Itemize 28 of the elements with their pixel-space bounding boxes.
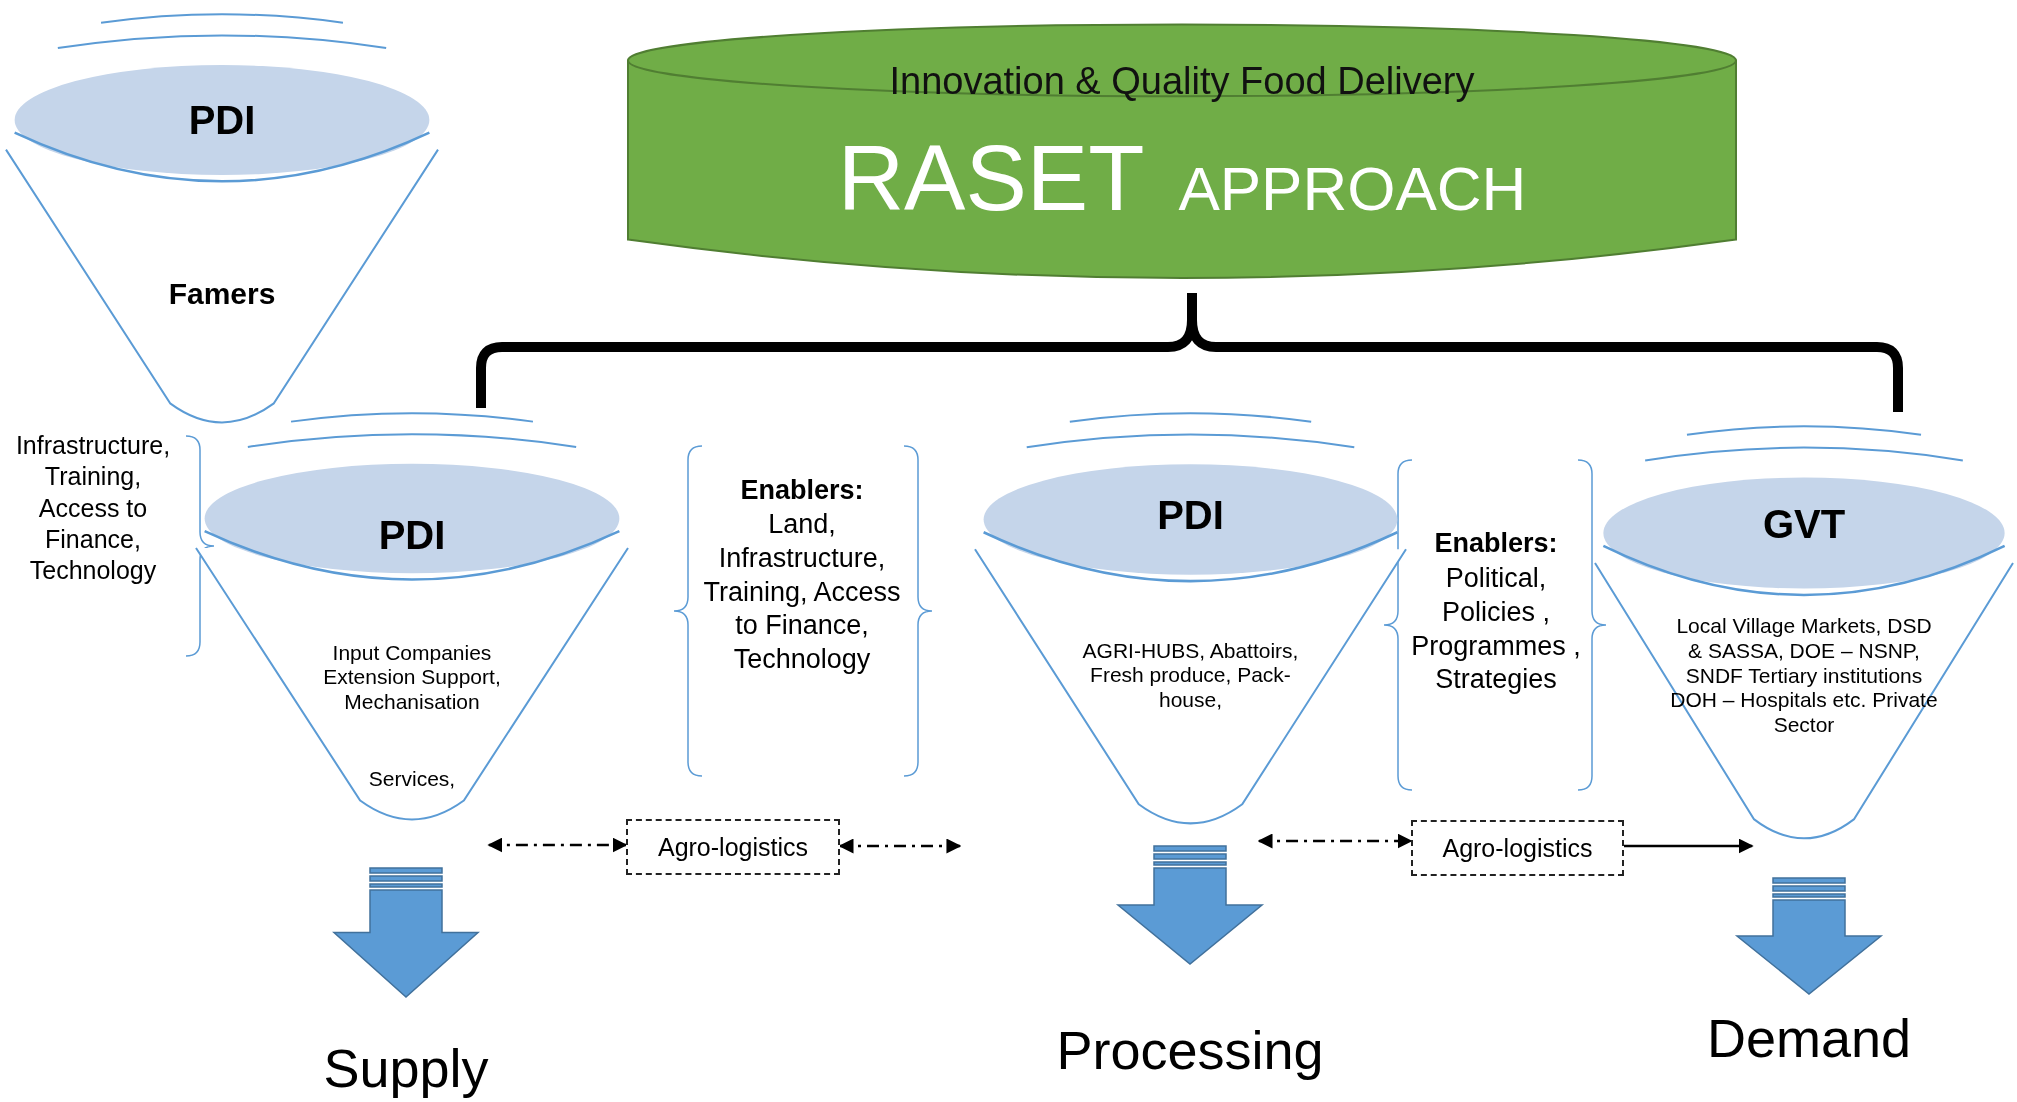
arrow: [1257, 833, 1413, 849]
title-text: RASET: [837, 132, 1145, 224]
funnel-text: Services,: [367, 766, 457, 792]
block-arrow: [1115, 845, 1265, 965]
stage-label: Supply: [306, 1035, 506, 1101]
dashed-box: Agro-logistics: [1411, 820, 1624, 876]
funnel-title: PDI: [377, 512, 447, 558]
dashed-box: Agro-logistics: [626, 819, 840, 875]
stage-label: Processing: [1025, 1015, 1355, 1085]
brace-text: Political, Policies , Programmes , Strategies: [1410, 562, 1582, 697]
funnel-title: GVT: [1761, 501, 1847, 547]
funnel-text: Famers: [167, 276, 277, 312]
funnel-text: Input Companies Extension Support, Mechanisation: [322, 640, 502, 715]
brace-text: Infrastructure, Training, Access to Finance, Technology: [14, 430, 172, 586]
funnel-title: PDI: [1156, 492, 1225, 538]
block-arrow: [332, 867, 480, 998]
cylinder-shape: [628, 22, 1736, 278]
cylinder-heading: Innovation & Quality Food Delivery: [888, 60, 1476, 103]
funnel-text: AGRI-HUBS, Abattoirs, Fresh produce, Pack-house,: [1081, 638, 1300, 713]
enablers-heading: Enablers:: [1433, 527, 1559, 560]
brace-text: Land, Infrastructure, Training, Access to Finance, Technology: [702, 508, 902, 676]
stage-label: Demand: [1674, 1003, 1944, 1073]
arrow: [1624, 838, 1754, 854]
arrow: [487, 837, 628, 853]
enablers-heading: Enablers:: [739, 474, 865, 507]
block-arrow: [1734, 877, 1884, 995]
title-text: APPROACH: [1178, 158, 1527, 220]
funnel-title: PDI: [187, 97, 257, 143]
